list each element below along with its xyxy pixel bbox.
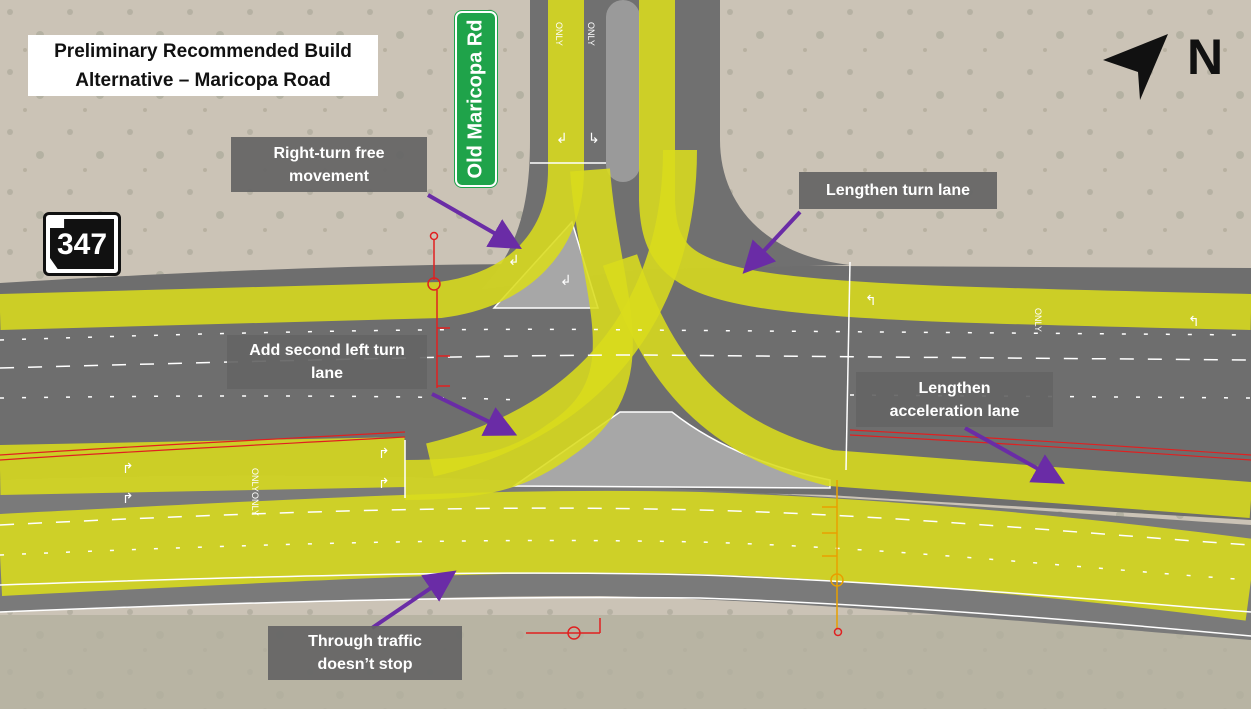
north-label: N: [1187, 29, 1224, 85]
callout-through: Through traffic doesn’t stop: [268, 626, 462, 680]
callout-right-turn: Right-turn free movement: [231, 137, 427, 192]
pavement-only-marking: ONLY: [1033, 308, 1043, 332]
callout-through-line-2: doesn’t stop: [317, 656, 413, 673]
second-left-turn: [426, 149, 697, 477]
svg-text:↱: ↱: [378, 476, 390, 492]
callout-second-left-line-1: Add second left turn: [249, 342, 405, 359]
callout-acceleration-line-2: acceleration lane: [889, 402, 1020, 420]
street-name-label: Old Maricopa Rd: [464, 19, 487, 179]
callout-through-line-1: Through traffic: [308, 633, 422, 650]
westbound-lanes-left: [0, 437, 406, 495]
lower-vegetation: [0, 615, 1251, 709]
callout-acceleration: Lengthen acceleration lane: [856, 372, 1053, 427]
route-shield-icon: 347: [43, 212, 121, 276]
north-arrow-icon: [1103, 34, 1168, 100]
callout-turn-lane-line-1: Lengthen turn lane: [826, 182, 970, 199]
pavement-only-marking: ONLY: [250, 468, 260, 492]
svg-text:↱: ↱: [378, 446, 390, 462]
northbound-left-lanes: [0, 0, 584, 330]
svg-text:↲: ↲: [556, 131, 568, 147]
eastbound-through: [0, 490, 1251, 621]
callout-second-left-line-2: lane: [310, 365, 343, 382]
callout-right-turn-line-1: Right-turn free: [273, 144, 385, 162]
utility-lines: [0, 429, 1251, 461]
callout-turn-lane: Lengthen turn lane: [799, 172, 997, 209]
svg-text:↲: ↲: [560, 273, 572, 289]
pavement-only-marking: ONLY: [554, 22, 564, 46]
arrow-right-turn: [427, 193, 522, 249]
arrow-second-left: [431, 392, 518, 436]
svg-text:↰: ↰: [865, 293, 877, 309]
left-turn-pair: [404, 168, 633, 500]
title-line-1: Preliminary Recommended Build: [54, 40, 352, 62]
highlight-lanes: [0, 0, 1251, 621]
callout-acceleration-line-1: Lengthen: [918, 379, 991, 397]
callout-right-turn-line-2: movement: [288, 167, 370, 185]
arrow-through: [370, 570, 457, 630]
route-number: 347: [56, 228, 108, 261]
map-title: Preliminary Recommended Build Alternativ…: [28, 35, 378, 96]
title-line-2: Alternative – Maricopa Road: [75, 69, 331, 91]
pavement-only-marking: ONLY: [586, 22, 596, 46]
street-name-sign: Old Maricopa Rd: [455, 11, 497, 187]
signal-pole-icon: [822, 480, 844, 628]
signal-pole-icon: [427, 231, 450, 388]
arrow-acceleration: [964, 426, 1065, 484]
median-island: [606, 0, 640, 182]
callout-arrows: [370, 193, 1065, 630]
arrow-turn-lane: [742, 210, 802, 274]
svg-text:↱: ↱: [122, 461, 134, 477]
signal-pole-icon: [526, 618, 843, 640]
svg-text:↳: ↳: [588, 131, 600, 147]
turn-arrow-icon: ↲ ↳ ↰ ↰ ↱ ↱ ↱ ↱ ↲ ↲: [122, 131, 1200, 507]
pavement-only-marking: ONLY: [250, 492, 260, 516]
callout-second-left: Add second left turn lane: [227, 335, 427, 389]
right-merge: [602, 254, 1251, 518]
svg-text:↱: ↱: [122, 491, 134, 507]
svg-text:↰: ↰: [1188, 314, 1200, 330]
svg-text:↲: ↲: [508, 253, 520, 269]
